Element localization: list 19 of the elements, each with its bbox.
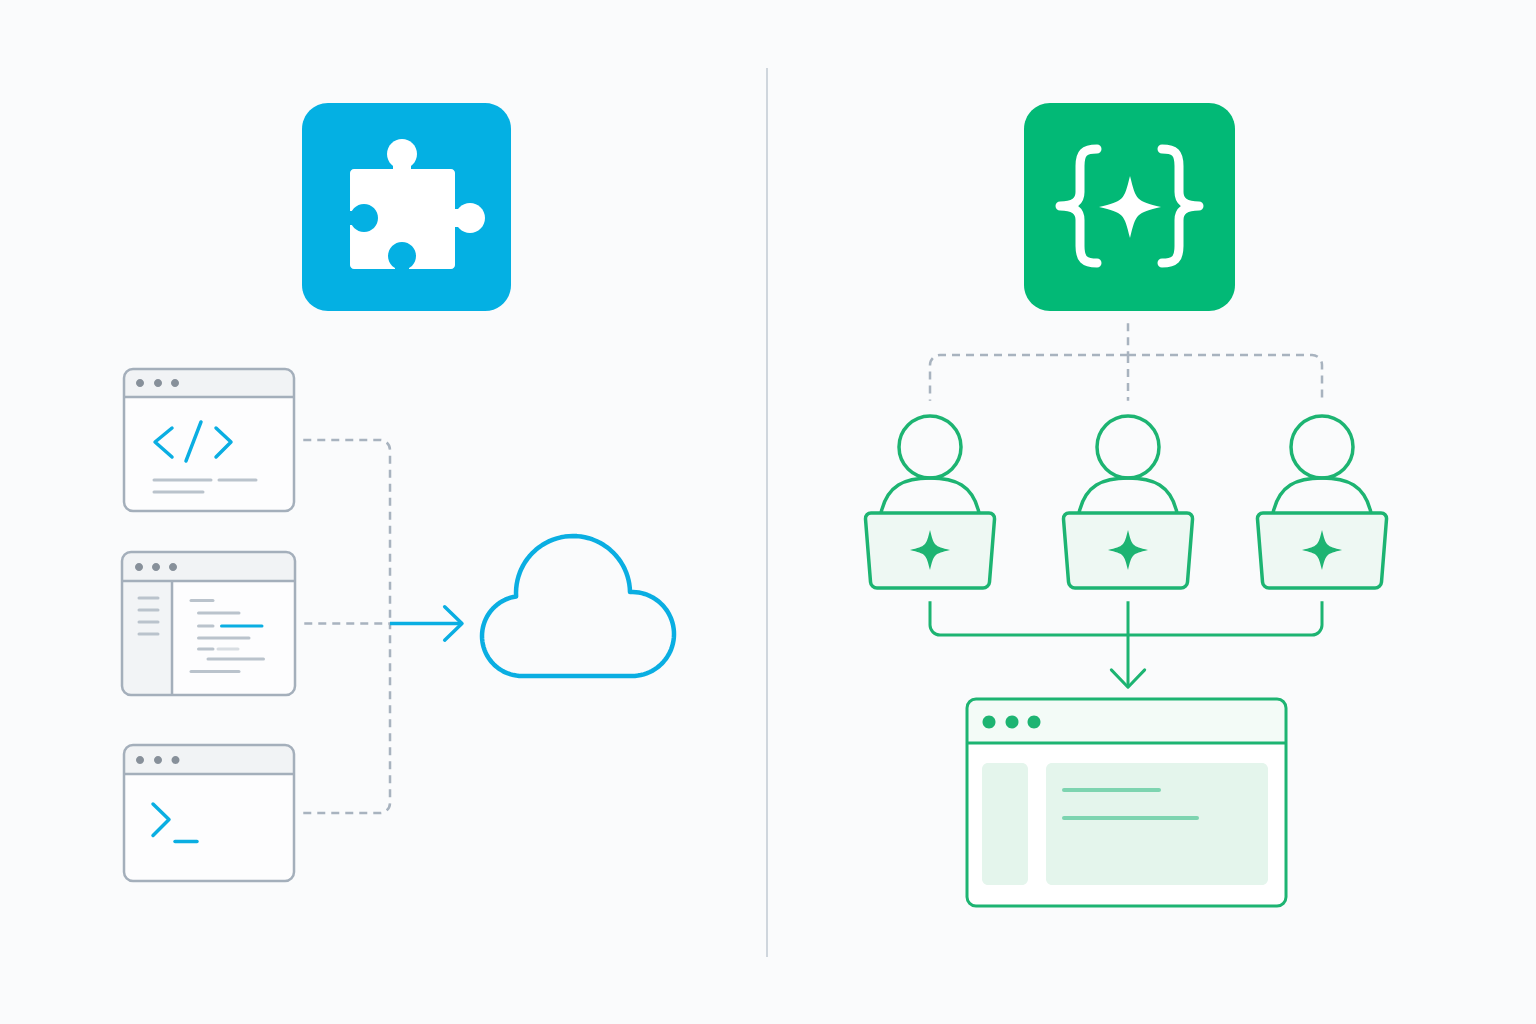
dashed-line [304, 622, 390, 625]
arrow [390, 605, 464, 642]
terminal-window [122, 743, 296, 883]
connector-line [1128, 601, 1324, 637]
user-laptop-icon [1061, 414, 1195, 590]
dashed-line [1126, 355, 1130, 401]
braces-sparkle-icon [1024, 103, 1235, 311]
connector-line [1126, 601, 1130, 635]
app-window [965, 697, 1288, 908]
dashed-line [1126, 323, 1130, 355]
connector-line [928, 601, 1128, 637]
puzzle-icon [302, 103, 511, 311]
cloud-icon [479, 533, 677, 679]
dashed-line [303, 623, 392, 815]
dashed-line [928, 353, 1128, 401]
code-window [122, 367, 296, 513]
editor-window [120, 550, 297, 697]
user-laptop-icon [1255, 414, 1389, 590]
user-laptop-icon [863, 414, 997, 590]
